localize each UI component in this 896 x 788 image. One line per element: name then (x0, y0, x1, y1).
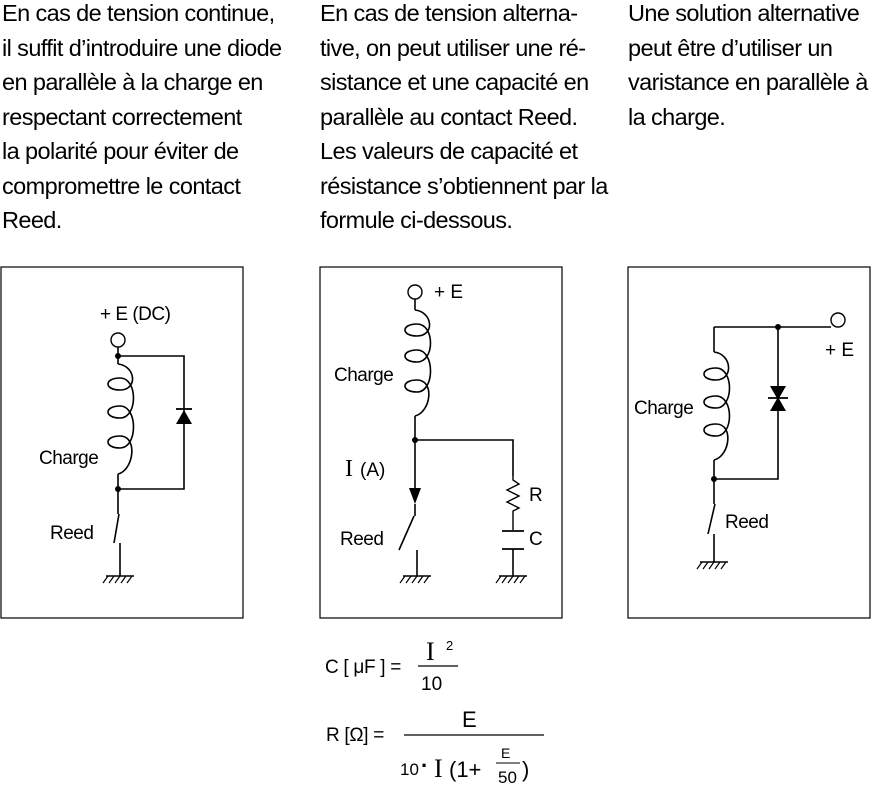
text-line: En cas de tension alterna- (320, 0, 578, 26)
formula-exponent: 2 (446, 638, 453, 653)
text-line: formule ci-dessous. (320, 207, 513, 233)
varistor-symbol (770, 386, 786, 400)
text-line: sistance et une capacité en (320, 69, 589, 95)
supply-terminal (110, 332, 126, 348)
formula-resistance: R [Ω] = E 10 · I (1+ E 50 ) (326, 707, 544, 787)
text-line: il suffit d’introduire une diode (2, 34, 282, 61)
text-line: En cas de tension continue, (2, 0, 275, 26)
text-line: résistance s’obtiennent par la (320, 172, 608, 199)
formula-capacitance: C [ μF ] = I 2 10 (325, 637, 458, 695)
text-line: Les valeurs de capacité et (320, 138, 578, 164)
formula-inner-denominator: 50 (498, 768, 517, 787)
charge-coil (703, 351, 731, 461)
reed-switch (113, 513, 120, 544)
text-column-dc: En cas de tension continue, il suffit d’… (2, 0, 282, 238)
text-column-ac: En cas de tension alterna- tive, on peut… (320, 0, 608, 238)
formula-denominator: 10 (421, 674, 442, 695)
text-line: varistance en parallèle à (628, 69, 868, 95)
charge-label: Charge (634, 398, 693, 419)
text-line: la charge. (628, 103, 726, 130)
reed-switch (398, 515, 415, 551)
formula-numerator: I (426, 637, 435, 666)
formula-den-close: ) (522, 757, 529, 782)
diagram-frame (0, 266, 244, 619)
reed-label: Reed (340, 529, 383, 550)
supply-terminal (407, 284, 423, 300)
formula-inner-numerator: E (501, 745, 510, 761)
formula-lhs: R [Ω] = (326, 725, 384, 746)
formula-den-coef: 10 (400, 760, 419, 779)
formula-den-dot: · (421, 753, 428, 778)
text-column-varistor: Une solution alternative peut être d’uti… (628, 0, 868, 134)
text-line: peut être d’utiliser un (628, 34, 833, 61)
charge-coil (404, 309, 432, 417)
current-symbol: I (345, 456, 353, 482)
diagram-dc: + E (DC) Charge Reed (0, 266, 244, 619)
reed-switch (707, 503, 716, 535)
formula-numerator: E (462, 707, 477, 732)
reed-label: Reed (725, 512, 768, 533)
charge-coil (107, 363, 135, 475)
text-line: en parallèle à la charge en (2, 69, 263, 95)
text-line: respectant correctement (2, 103, 242, 130)
text-line: Une solution alternative (628, 0, 860, 26)
capacitor-label: C (529, 529, 543, 550)
charge-label: Charge (334, 365, 393, 386)
text-line: tive, on peut utiliser une ré- (320, 34, 586, 61)
formula-den-current: I (434, 754, 443, 783)
supply-label: + E (434, 282, 463, 303)
text-line: parallèle au contact Reed. (320, 103, 578, 130)
supply-label: + E (825, 340, 854, 361)
formula-lhs: C [ μF ] = (325, 657, 401, 678)
resistor-label: R (529, 485, 543, 506)
diode-symbol (176, 410, 192, 424)
charge-label: Charge (39, 448, 98, 469)
formula-den-open: (1+ (449, 757, 481, 782)
text-line: Reed. (2, 207, 62, 233)
supply-terminal (830, 312, 846, 328)
diagram-varistor: + E Charge Reed (627, 266, 871, 619)
text-line: compromettre le contact (2, 172, 241, 199)
current-unit: (A) (360, 460, 385, 481)
diagram-frame (319, 266, 563, 619)
supply-label: + E (DC) (100, 304, 171, 325)
diagram-frame (627, 266, 871, 619)
text-line: la polarité pour éviter de (2, 138, 239, 164)
diagram-ac: + E Charge I (A) Reed R C (319, 266, 563, 619)
reed-label: Reed (50, 523, 93, 544)
current-arrow (409, 488, 421, 504)
resistor-symbol (505, 476, 521, 530)
